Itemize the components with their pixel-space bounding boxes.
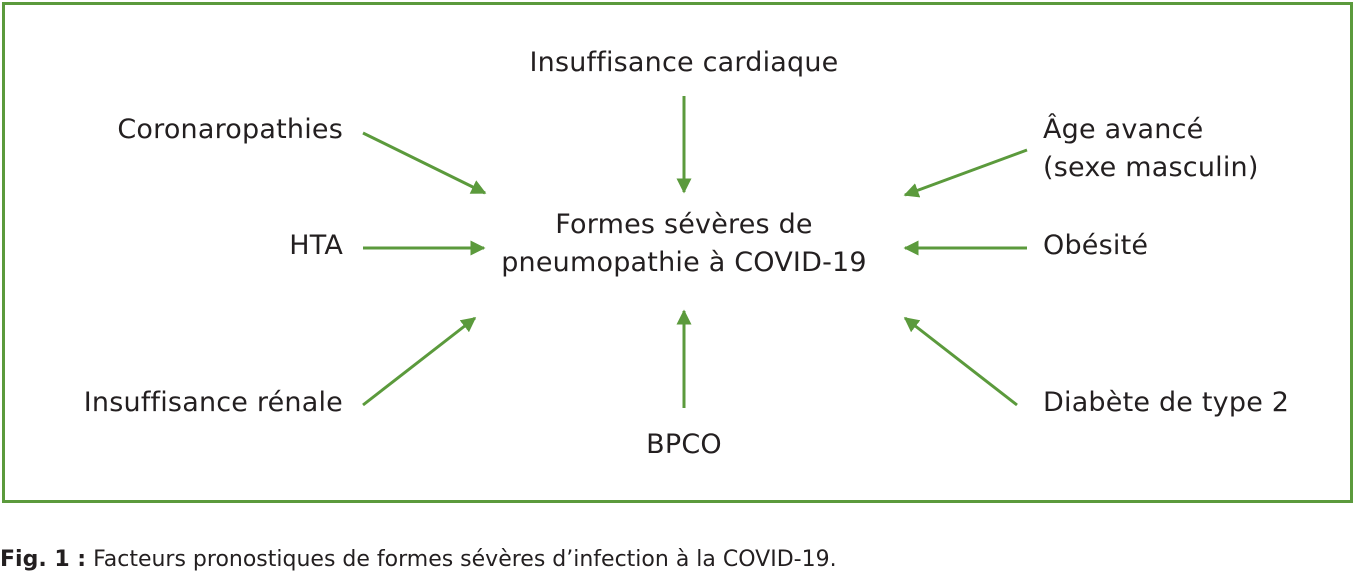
arrow-diabete [903, 316, 1018, 407]
factor-hta: HTA [289, 230, 343, 261]
factor-insuffisance-cardiaque: Insuffisance cardiaque [529, 47, 839, 78]
center-line-2: pneumopathie à COVID-19 [501, 247, 867, 278]
factor-insuffisance-renale: Insuffisance rénale [83, 387, 343, 418]
factor-age-line-1: Âge avancé [1043, 114, 1204, 145]
center-line-1: Formes sévères de [555, 209, 813, 240]
figure-caption: Fig. 1 : Facteurs pronostiques de formes… [0, 546, 837, 574]
factor-age-line-2: (sexe masculin) [1043, 152, 1259, 183]
factor-bpco: BPCO [646, 429, 722, 460]
arrow-age-avance [903, 148, 1028, 198]
arrow-coronaropathies [362, 131, 487, 195]
caption-label: Fig. 1 : [0, 547, 87, 572]
factor-diabete: Diabète de type 2 [1043, 387, 1290, 418]
center-node: Formes sévères de pneumopathie à COVID-1… [484, 206, 884, 282]
diagram-frame [2, 2, 1353, 503]
arrow-insuffisance-renale [362, 316, 477, 407]
factor-obesite: Obésité [1043, 230, 1149, 261]
caption-text: Facteurs pronostiques de formes sévères … [86, 547, 837, 572]
factor-coronaropathies: Coronaropathies [117, 114, 343, 145]
factor-age-avance: Âge avancé (sexe masculin) [1043, 111, 1259, 187]
